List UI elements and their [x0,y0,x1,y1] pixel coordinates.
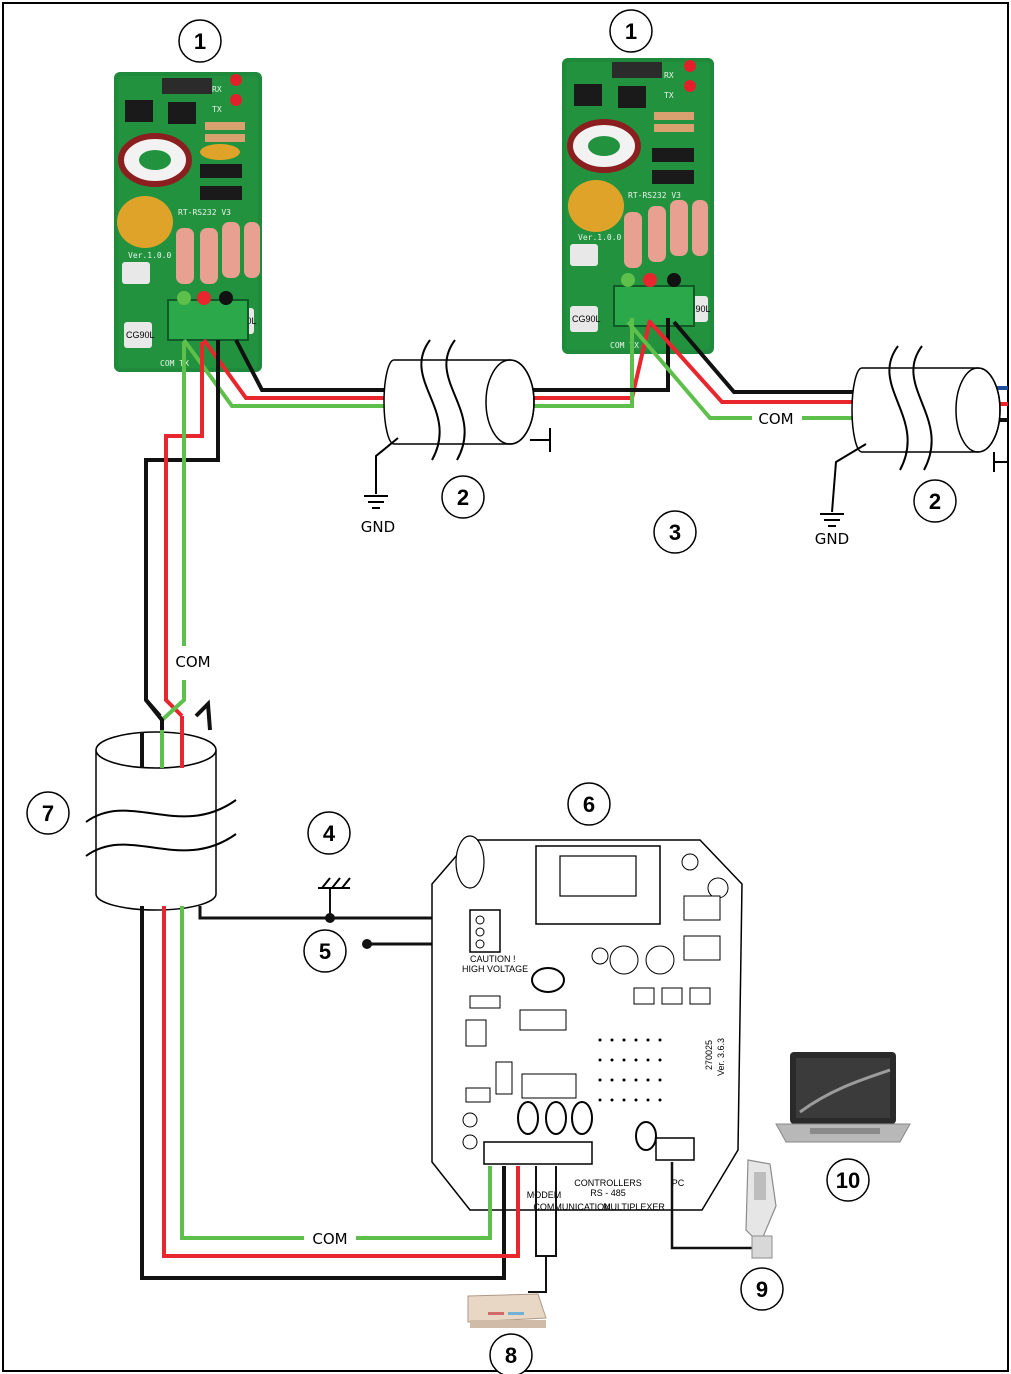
callout-1a: 1 [178,19,222,63]
com-label-left: COM [175,653,210,671]
multiplexer-label: MULTIPLEXER [603,1202,665,1212]
gnd-label-right: GND [815,530,849,548]
com-label-top: COM [758,410,793,428]
modem-label: MODEM [527,1190,562,1200]
version-label-2: Ver.1.0.0 [578,233,622,242]
callout-number: 6 [583,792,595,817]
gnd-label-left: GND [361,518,395,536]
board-version-label: Ver. 3.6.3 [716,1038,726,1076]
callout-number: 5 [319,939,331,964]
version-label: Ver.1.0.0 [128,251,172,260]
tx-label-2: TX [664,91,674,100]
laptop-icon [775,1052,911,1143]
com-label-bottom: COM [312,1230,347,1248]
terminal-label: COM TX [160,359,189,368]
callout-5: 5 [303,929,347,973]
callout-number: 1 [194,29,206,54]
callout-4: 4 [307,811,351,855]
controllers-label: CONTROLLERS [574,1178,642,1188]
controller-bus-wires [140,906,520,1280]
high-voltage-label: HIGH VOLTAGE [462,964,528,974]
callout-number: 10 [836,1168,860,1193]
callout-number: 8 [505,1343,517,1368]
modem-wires [528,1166,557,1293]
rx-label-2: RX [664,71,674,80]
pc-cable [670,1162,758,1250]
earth-symbol-icon [318,877,351,889]
cap-label-3: CG90L [572,314,601,324]
controller-board: CAUTION ! HIGH VOLTAGE [431,835,743,1212]
callout-8: 8 [489,1333,533,1374]
shield-drain-wire [198,877,470,923]
callout-7: 7 [26,791,70,835]
db9-connector-icon [745,1159,777,1259]
callout-3: 3 [653,510,697,554]
callout-number: 4 [323,821,336,846]
callout-10: 10 [826,1158,870,1202]
callout-2a: 2 [441,475,485,519]
tx-label: TX [212,105,222,114]
riser-wires [144,340,220,780]
callout-6: 6 [567,782,611,826]
rx-label: RX [212,85,222,94]
callout-number: 9 [756,1277,768,1302]
callout-number: 1 [625,19,637,44]
cap-label-1: CG90L [126,330,155,340]
callout-number: 2 [457,485,469,510]
cap-label-4: CG90L [682,304,711,314]
model-label: RT-RS232 V3 [178,208,231,217]
callout-number: 7 [42,801,54,826]
model-label-2: RT-RS232 V3 [628,191,681,200]
terminal-label-2: COM TX [610,341,639,350]
callout-9: 9 [740,1267,784,1311]
converter-board-1: RX TX RT-RS232 V3 Ver.1.0.0 CG90L CG90L [114,72,262,372]
pc-label: PC [672,1178,685,1188]
rs485-label: RS - 485 [590,1188,626,1198]
converter-board-2: RX TX RT-RS232 V3 Ver.1.0.0 CG90L CG90L … [562,58,714,354]
communication-label: COMMUNICATION [533,1202,610,1212]
shielded-cable-vertical [85,730,237,911]
modem-icon [467,1293,547,1328]
shielded-cable-segment-1 [383,339,551,461]
caution-label: CAUTION ! [470,954,516,964]
callout-number: 2 [929,489,941,514]
ground-symbol-icon [364,495,388,509]
ground-connection-right: GND [815,443,867,548]
callout-number: 3 [669,520,681,545]
callout-1b: 1 [609,9,653,53]
ground-connection-left: GND [361,437,399,536]
callout-2b: 2 [913,479,957,523]
part-number-label: 270025 [704,1040,714,1070]
ground-symbol-icon [820,513,844,527]
shielded-cable-segment-2 [851,345,1008,472]
